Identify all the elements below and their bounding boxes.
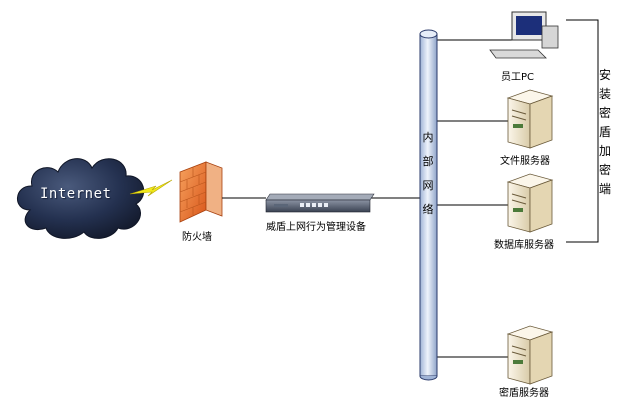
install-bracket xyxy=(566,19,599,243)
internet-cloud-icon xyxy=(17,158,145,239)
internet-label: Internet xyxy=(40,186,112,202)
appliance-icon xyxy=(265,193,375,213)
appliance-label: 威盾上网行为管理设备 xyxy=(266,222,366,233)
bracket-label: 安装密盾加密端 xyxy=(598,68,611,196)
pc-label: 员工PC xyxy=(501,72,535,83)
firewall-label: 防火墙 xyxy=(182,232,212,243)
network-links xyxy=(222,39,512,358)
bus-label: 内部网络 xyxy=(422,131,434,216)
db-server-label: 数据库服务器 xyxy=(494,240,554,251)
lightning-icon xyxy=(129,179,173,197)
internal-network-bus xyxy=(419,29,438,381)
firewall-icon xyxy=(179,161,223,223)
shield-server-icon xyxy=(506,325,554,385)
db-server-icon xyxy=(506,173,554,233)
pc-icon xyxy=(489,11,559,59)
shield-server-label: 密盾服务器 xyxy=(499,388,549,399)
file-server-label: 文件服务器 xyxy=(500,156,550,167)
file-server-icon xyxy=(506,89,554,149)
